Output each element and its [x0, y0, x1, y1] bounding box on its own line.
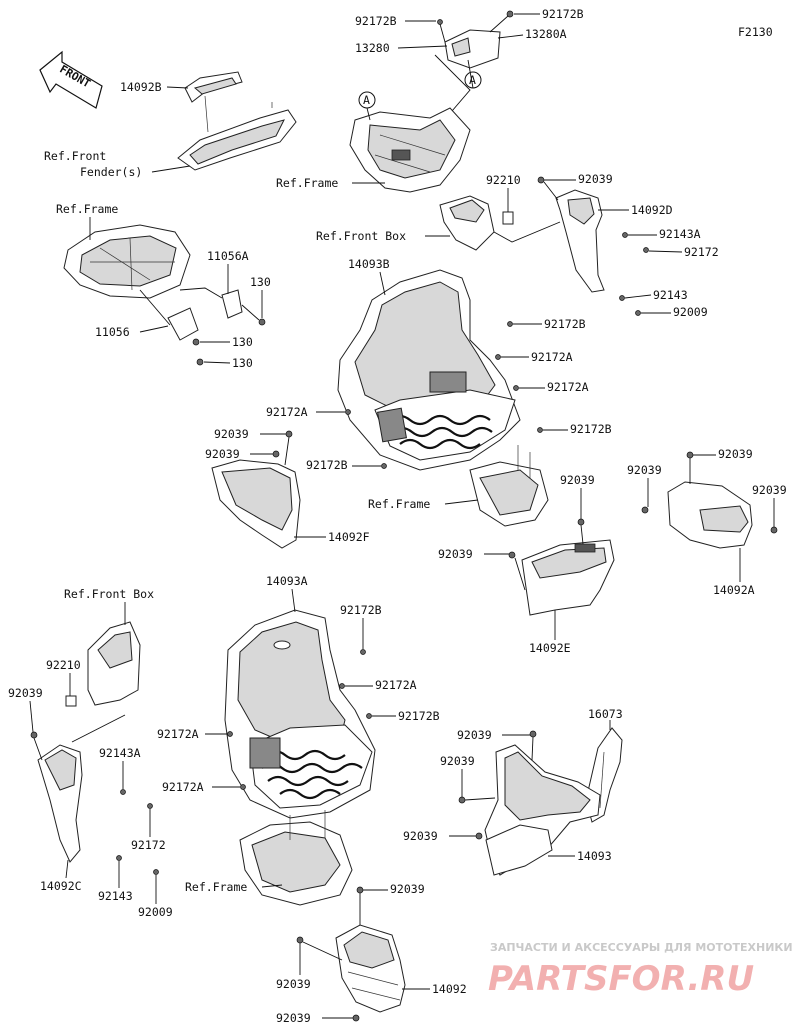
label-14092b: 14092B [120, 80, 162, 94]
bracket-11056a-part [179, 287, 266, 326]
fender-front-part [177, 95, 297, 171]
label-ref-front-fender: Ref.Front [44, 149, 106, 163]
label-14092e: 14092E [529, 641, 571, 655]
guard-14092a-part [641, 451, 778, 549]
label-92172a-3: 92172A [266, 405, 308, 419]
label-13280a: 13280A [525, 27, 567, 41]
label-130-b: 130 [232, 335, 253, 349]
bracket-11056-part [139, 289, 204, 366]
label-92143a-b: 92143A [99, 746, 141, 760]
cover-14092b-part [184, 71, 243, 103]
svg-text:A: A [469, 73, 476, 87]
label-ref-frame-4: Ref.Frame [185, 880, 247, 894]
front-box-upper-part [439, 195, 514, 251]
label-92039-j: 92039 [457, 728, 492, 742]
front-box-lower-part [65, 621, 141, 707]
label-14092a: 14092A [713, 583, 755, 597]
label-92039-l: 92039 [403, 829, 438, 843]
label-92143a-a: 92143A [659, 227, 701, 241]
label-ref-front-box-2: Ref.Front Box [64, 587, 154, 601]
floor-14093b-part [337, 269, 521, 471]
figure-code: F2130 [738, 25, 773, 39]
label-92039-b: 92039 [214, 427, 249, 441]
label-92009-b: 92009 [138, 905, 173, 919]
label-130-a: 130 [250, 275, 271, 289]
label-11056a: 11056A [207, 249, 249, 263]
bracket-13280-part [437, 10, 514, 69]
label-92143-a: 92143 [653, 288, 688, 302]
frame-mid-part [469, 445, 549, 527]
label-92210-b: 92210 [46, 658, 81, 672]
label-92039-i: 92039 [8, 686, 43, 700]
label-14092c: 14092C [40, 879, 82, 893]
label-ref-frame-2: Ref.Frame [56, 202, 118, 216]
label-92172a-2: 92172A [547, 380, 589, 394]
guard-14092-part [296, 886, 406, 1022]
guard-14093-part [458, 720, 611, 876]
guard-14092c-part [30, 714, 159, 875]
label-92210-a: 92210 [486, 173, 521, 187]
frame-side-part [63, 224, 191, 299]
label-92039-f: 92039 [718, 447, 753, 461]
label-14093a: 14093A [266, 574, 308, 588]
label-92172a-5: 92172A [157, 727, 199, 741]
label-92172b-6: 92172B [340, 603, 382, 617]
label-16073: 16073 [588, 707, 623, 721]
label-14092d: 14092D [631, 203, 673, 217]
label-ref-front-box-1: Ref.Front Box [316, 229, 406, 243]
label-92172b-4: 92172B [570, 422, 612, 436]
label-92039-n: 92039 [276, 977, 311, 991]
label-92039-d: 92039 [560, 473, 595, 487]
label-92172b-2: 92172B [542, 7, 584, 21]
label-92039-o: 92039 [276, 1011, 311, 1025]
label-14093: 14093 [577, 849, 612, 863]
label-ref-frame-1: Ref.Frame [276, 176, 338, 190]
label-ref-front-fender-2: Fender(s) [80, 165, 142, 179]
label-92143-b: 92143 [98, 889, 133, 903]
label-92039-a: 92039 [578, 172, 613, 186]
frame-front-part: A [349, 91, 471, 193]
label-92039-g: 92039 [627, 463, 662, 477]
watermark-tagline: ЗАПЧАСТИ И АКСЕССУАРЫ ДЛЯ МОТОТЕХНИКИ [490, 941, 793, 954]
label-ref-frame-3: Ref.Frame [368, 497, 430, 511]
label-92172b-7: 92172B [398, 709, 440, 723]
label-92009-a: 92009 [673, 305, 708, 319]
callout-a-upper: A [434, 54, 482, 126]
label-13280: 13280 [355, 41, 390, 55]
frame-lower-part [239, 810, 353, 906]
label-92172b-3: 92172B [544, 317, 586, 331]
guard-14092e-part [508, 518, 615, 616]
front-arrow-icon: FRONT [39, 50, 103, 109]
label-92172-a: 92172 [684, 245, 719, 259]
label-130-c: 130 [232, 356, 253, 370]
label-92172a-4: 92172A [375, 678, 417, 692]
label-92039-e: 92039 [438, 547, 473, 561]
label-92172-b: 92172 [131, 838, 166, 852]
label-92039-k: 92039 [440, 754, 475, 768]
label-92039-c: 92039 [205, 447, 240, 461]
svg-text:A: A [363, 93, 370, 107]
guard-14092f-part [211, 430, 301, 549]
label-92172b-5: 92172B [306, 458, 348, 472]
guard-14092d-part [493, 176, 649, 316]
label-92172b-1: 92172B [355, 14, 397, 28]
floor-14093a-part [224, 609, 376, 819]
label-92172a-6: 92172A [162, 780, 204, 794]
label-14093b: 14093B [348, 257, 390, 271]
label-92039-m: 92039 [390, 882, 425, 896]
label-92039-h: 92039 [752, 483, 787, 497]
label-92172a-1: 92172A [531, 350, 573, 364]
label-11056: 11056 [95, 325, 130, 339]
label-14092: 14092 [432, 982, 467, 996]
watermark-brand: PARTSFOR.RU [488, 959, 754, 999]
label-14092f: 14092F [328, 530, 370, 544]
